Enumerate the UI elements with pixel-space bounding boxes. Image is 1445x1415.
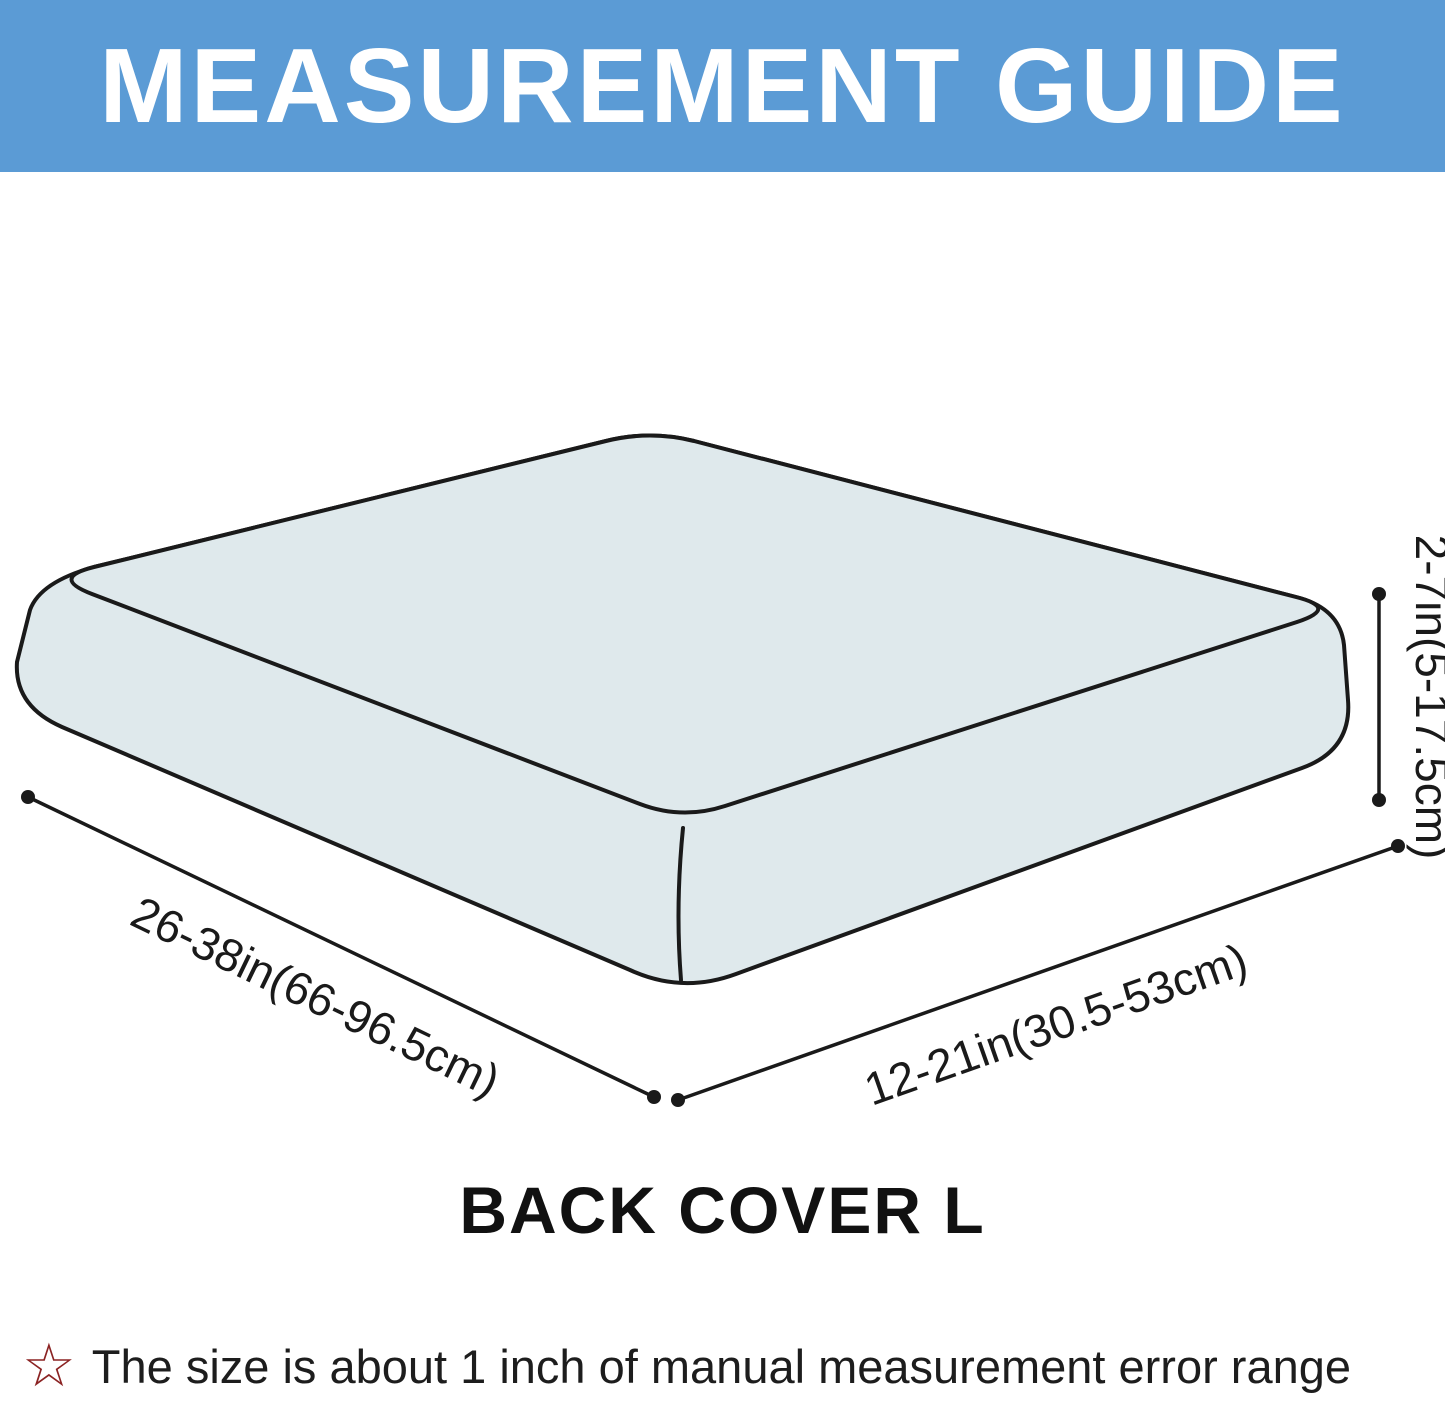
star-outline-icon: ☆ [22, 1332, 76, 1399]
dim-label-width: 26-38in(66-96.5cm) [124, 886, 508, 1107]
header: MEASUREMENT GUIDE [0, 0, 1445, 172]
dimension-height: 2-7in(5-17.5cm) [1372, 535, 1445, 860]
page-title: MEASUREMENT GUIDE [99, 26, 1346, 145]
cushion-front-seam [676, 826, 685, 982]
dim-label-height: 2-7in(5-17.5cm) [1406, 535, 1445, 860]
note-text: The size is about 1 inch of manual measu… [91, 1339, 1351, 1393]
dim-label-depth: 12-21in(30.5-53cm) [858, 933, 1254, 1115]
measurement-note: ☆ The size is about 1 inch of manual mea… [22, 1336, 1432, 1396]
cushion-top-face [69, 433, 1321, 815]
size-caption: BACK COVER L [459, 1173, 986, 1247]
